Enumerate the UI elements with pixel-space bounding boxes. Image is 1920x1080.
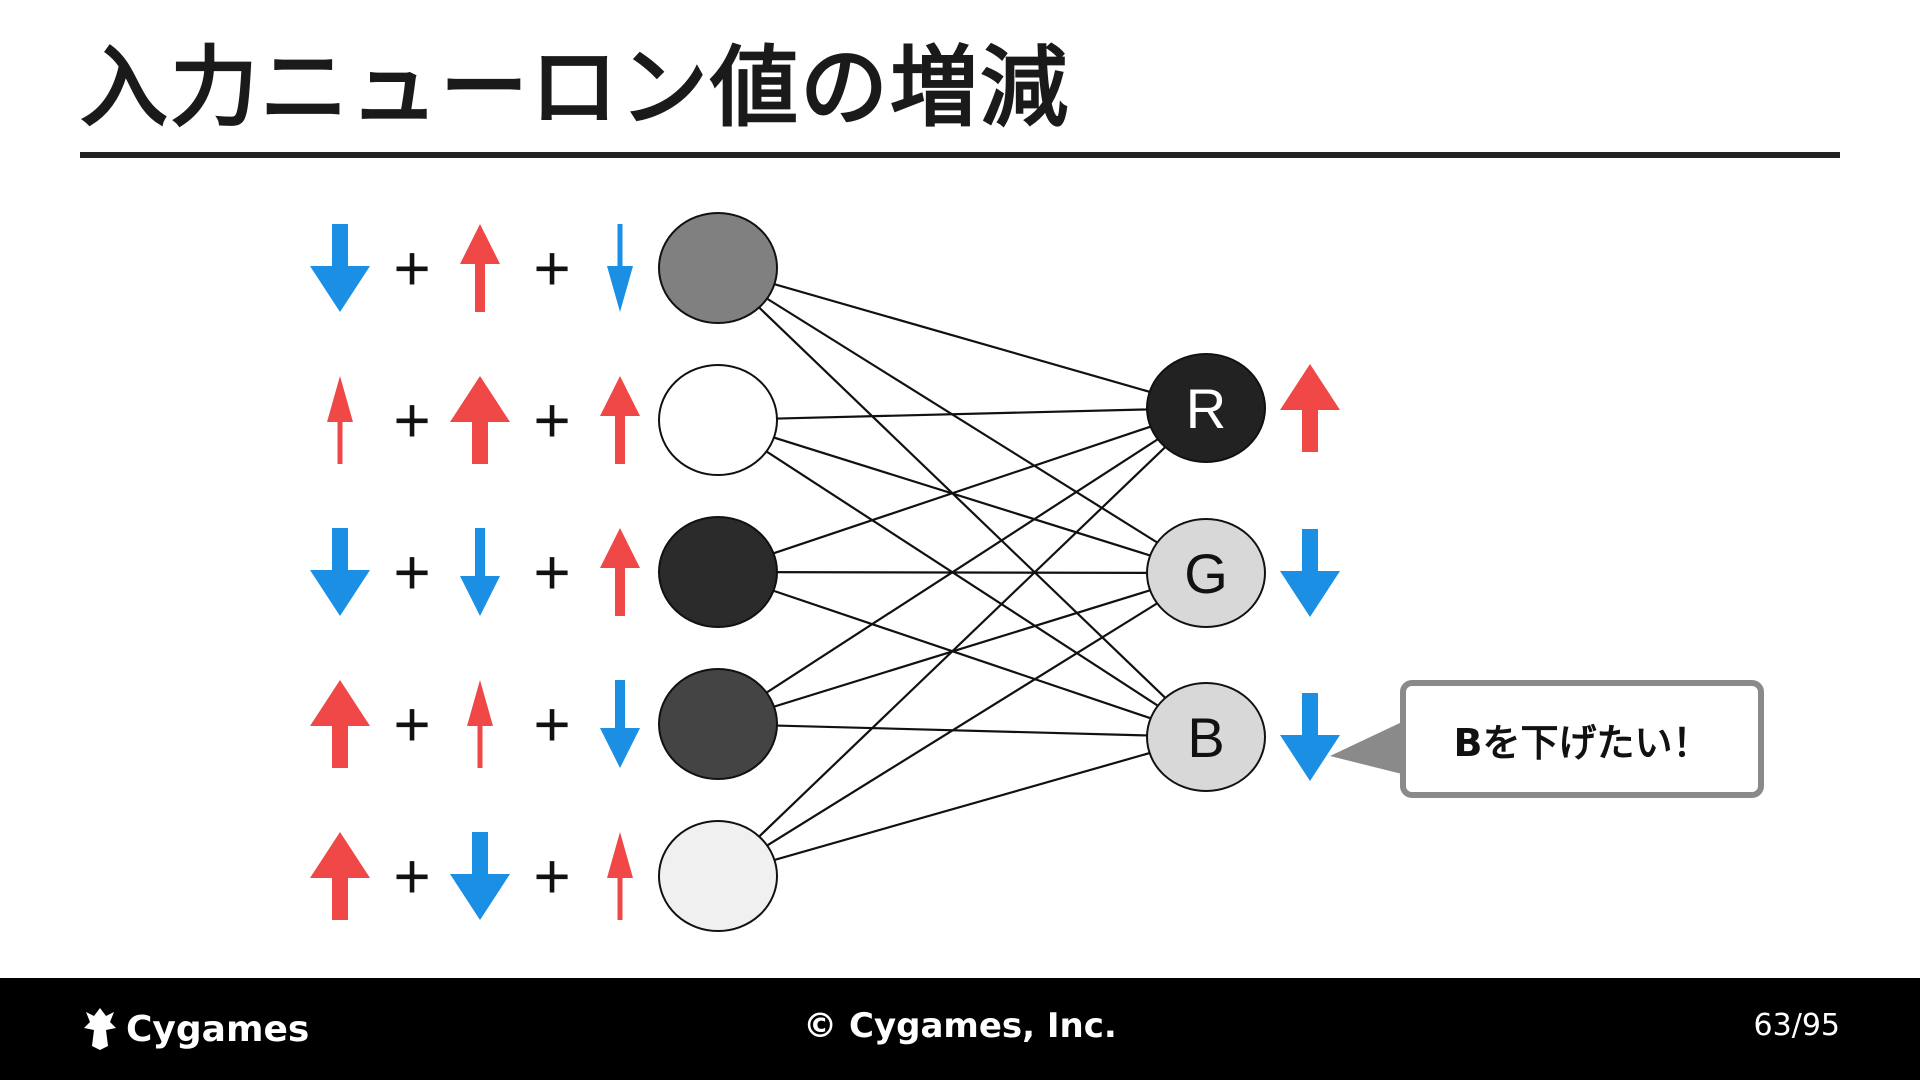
- plus-sign: +: [533, 232, 570, 304]
- callout-pointer: [1330, 722, 1402, 774]
- neural-network-diagram: + + + + + + + + + + R G B: [310, 212, 1402, 932]
- brand-logo: Cygames: [80, 1000, 309, 1058]
- result-arrow-down-icon: [1280, 693, 1340, 781]
- plus-sign: +: [533, 840, 570, 912]
- callout-text: Bを下げたい！: [1453, 720, 1711, 765]
- brand-name: Cygames: [126, 1008, 310, 1050]
- result-arrow-up-icon: [1280, 364, 1340, 452]
- arrow-up-icon: [310, 832, 370, 920]
- plus-sign: +: [393, 232, 430, 304]
- plus-sign: +: [393, 536, 430, 608]
- result-arrow-down-icon: [1280, 529, 1340, 617]
- plus-sign: +: [393, 840, 430, 912]
- edge-1-2: [717, 419, 1207, 738]
- input-neuron-4: [658, 668, 778, 780]
- page-number: 63/95: [1753, 1008, 1840, 1043]
- arrow-down-icon: [607, 224, 633, 312]
- input-neuron-3: [658, 516, 778, 628]
- arrow-down-icon: [310, 528, 370, 616]
- arrow-down-icon: [310, 224, 370, 312]
- edge-2-1: [717, 570, 1207, 575]
- edge-1-0: [717, 406, 1207, 422]
- edge-3-0: [717, 407, 1207, 725]
- edge-3-2: [717, 722, 1207, 739]
- input-neurons: [658, 212, 778, 932]
- edge-4-1: [717, 572, 1207, 877]
- input-neuron-2: [658, 364, 778, 476]
- output-neuron-b: [1146, 682, 1266, 792]
- output-neuron-label: B: [1187, 706, 1224, 769]
- output-neuron-g: [1146, 518, 1266, 628]
- edge-0-1: [717, 267, 1207, 574]
- title-underline: [80, 152, 1840, 158]
- cygames-emblem-icon: [84, 1008, 116, 1050]
- edge-2-0: [717, 406, 1207, 574]
- arrow-up-icon: [460, 224, 500, 312]
- arrow-up-icon: [450, 376, 510, 464]
- arrow-up-icon: [467, 680, 493, 768]
- edge-2-2: [717, 570, 1207, 739]
- arrow-up-icon: [600, 376, 640, 464]
- edge-4-2: [717, 735, 1207, 878]
- edge-1-1: [717, 418, 1207, 575]
- plus-sign: +: [533, 688, 570, 760]
- footer-bar: Cygames © Cygames, Inc. 63/95: [0, 978, 1920, 1080]
- input-arrows: + + + + + + + + + +: [310, 224, 640, 920]
- output-neurons: R G B: [1146, 353, 1340, 792]
- copyright-text: © Cygames, Inc.: [803, 1006, 1117, 1046]
- input-neuron-5: [658, 820, 778, 932]
- callout-bubble: Bを下げたい！: [1400, 680, 1764, 798]
- input-neuron-1: [658, 212, 778, 324]
- edge-4-0: [717, 407, 1207, 877]
- arrow-up-icon: [327, 376, 353, 464]
- connection-edges: [717, 266, 1207, 878]
- arrow-down-icon: [450, 832, 510, 920]
- output-neuron-label: G: [1184, 542, 1228, 605]
- edge-0-2: [717, 267, 1207, 738]
- slide-title: 入力ニューロン値の増減: [80, 36, 1071, 139]
- arrow-up-icon: [607, 832, 633, 920]
- plus-sign: +: [533, 536, 570, 608]
- arrow-down-icon: [460, 528, 500, 616]
- edge-0-0: [717, 266, 1207, 410]
- edge-3-1: [717, 571, 1207, 726]
- arrow-up-icon: [310, 680, 370, 768]
- plus-sign: +: [533, 384, 570, 456]
- output-neuron-label: R: [1186, 377, 1226, 440]
- arrow-up-icon: [600, 528, 640, 616]
- arrow-down-icon: [600, 680, 640, 768]
- plus-sign: +: [393, 384, 430, 456]
- output-neuron-r: [1146, 353, 1266, 463]
- plus-sign: +: [393, 688, 430, 760]
